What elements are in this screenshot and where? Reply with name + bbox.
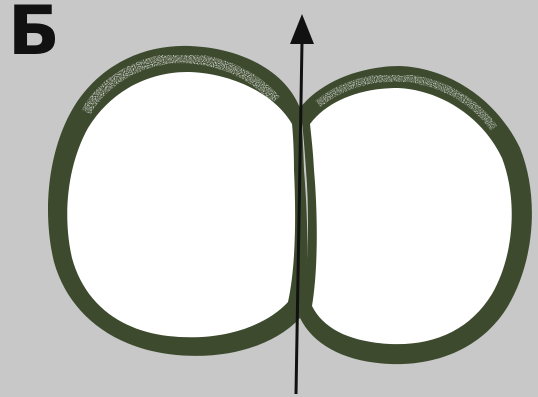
left-cell-body [67,72,295,337]
right-cell [300,66,532,364]
division-axis-arrowhead [290,14,314,44]
left-cell [48,46,307,356]
